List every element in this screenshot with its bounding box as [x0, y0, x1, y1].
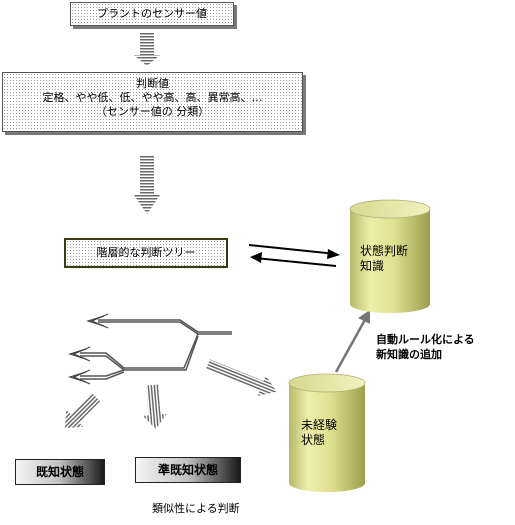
sensor-value-text: プラントのセンサー値 [97, 7, 207, 20]
known-state-text: 既知状態 [35, 465, 84, 479]
tree-arrowheads [67, 313, 109, 385]
new-knowledge-line2: 新知識の追加 [376, 348, 442, 361]
arrow-new-knowledge [334, 310, 370, 373]
knowledge-base-cylinder [349, 199, 431, 313]
arrow-to-semi-known [142, 384, 167, 429]
arrow-down-1 [134, 33, 160, 66]
sensor-value-box: プラントのセンサー値 [70, 2, 234, 26]
judgment-note: （センサー値の 分類） [95, 105, 210, 118]
arrow-to-knowledge [248, 244, 340, 259]
judgment-categories: 定格、やや低、低、やや高、高、異常高、… [42, 91, 263, 104]
new-knowledge-label: 自動ルール化による 新知識の追加 [376, 332, 475, 362]
arrow-from-knowledge [250, 252, 337, 267]
new-knowledge-line1: 自動ルール化による [376, 333, 475, 346]
arrow-to-unexperienced [206, 359, 277, 396]
unexperienced-label: 未経験 状態 [301, 418, 337, 448]
judgment-title: 判断値 [136, 77, 169, 90]
arrow-down-2 [134, 155, 160, 214]
decision-tree-box: 階層的な判断ツリー [64, 238, 228, 268]
unexperienced-line1: 未経験 [301, 418, 338, 432]
unexperienced-line2: 状態 [301, 433, 326, 447]
knowledge-base-line1: 状態判断 [360, 244, 409, 258]
judgment-value-box: 判断値 定格、やや低、低、やや高、高、異常高、… （センサー値の 分類） [2, 72, 303, 132]
decision-tree-text: 階層的な判断ツリー [96, 246, 196, 259]
knowledge-base-line2: 知識 [360, 259, 385, 273]
known-state-box: 既知状態 [15, 459, 105, 485]
semi-known-state-box: 準既知状態 [135, 457, 241, 483]
knowledge-base-label: 状態判断 知識 [360, 244, 408, 274]
similarity-judgment-label: 類似性による判断 [152, 502, 240, 515]
decision-tree-branches [80, 319, 232, 380]
semi-known-state-text: 準既知状態 [157, 463, 218, 477]
arrow-to-known [64, 392, 101, 429]
unexperienced-cylinder [288, 373, 366, 492]
